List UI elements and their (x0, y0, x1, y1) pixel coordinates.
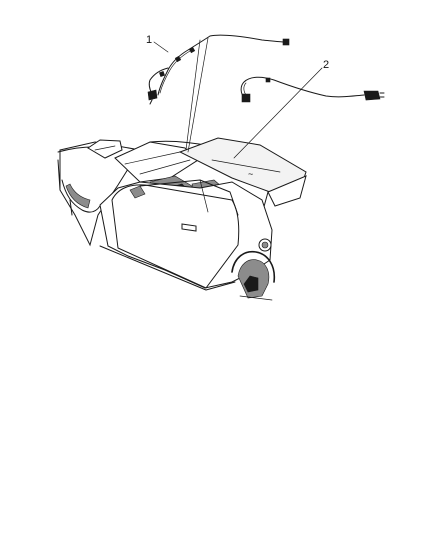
svg-text:~: ~ (248, 169, 253, 179)
front-wheel (65, 183, 91, 209)
wiring-harness-1 (147, 34, 290, 105)
rear-spoiler (267, 175, 307, 207)
leader-lines (153, 37, 323, 159)
callout-2: 2 (323, 59, 329, 71)
leader-line-2 (233, 67, 323, 159)
callout-1: 1 (146, 34, 152, 46)
connector-2a (363, 90, 381, 101)
vehicle-illustration: ~ (57, 137, 307, 301)
rear-wheel-arch (231, 250, 276, 283)
hood-scoop (87, 139, 123, 159)
wire-harness-icon (240, 76, 365, 99)
door-outline (111, 184, 240, 289)
leader-line-1b (185, 39, 201, 151)
side-mirror (129, 185, 146, 199)
connector-1a (282, 38, 290, 46)
door-handle (181, 223, 197, 232)
front-wheel-arch (61, 179, 101, 213)
leader-line-1 (153, 41, 169, 53)
wiring-harness-2 (240, 76, 385, 103)
leader-line-1c (187, 37, 209, 153)
connector-1b (147, 89, 158, 101)
wire-harness-icon (157, 34, 285, 96)
connector-2b (241, 93, 251, 103)
